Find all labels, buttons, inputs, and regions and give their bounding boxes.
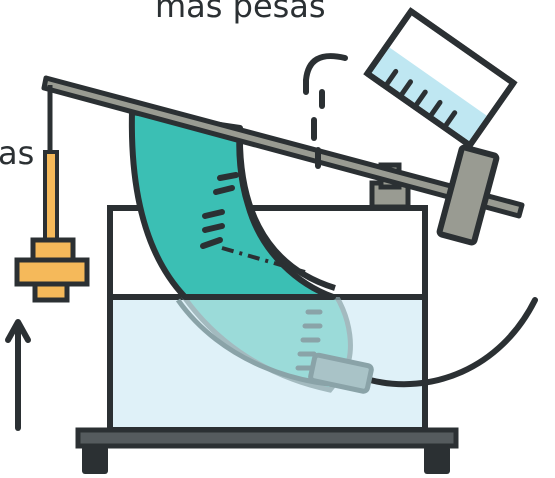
table-base bbox=[78, 430, 456, 474]
up-arrow-icon bbox=[8, 322, 28, 428]
beaker-icon bbox=[367, 11, 513, 145]
counterweight bbox=[439, 147, 497, 243]
weight-stack-icon bbox=[17, 85, 87, 300]
